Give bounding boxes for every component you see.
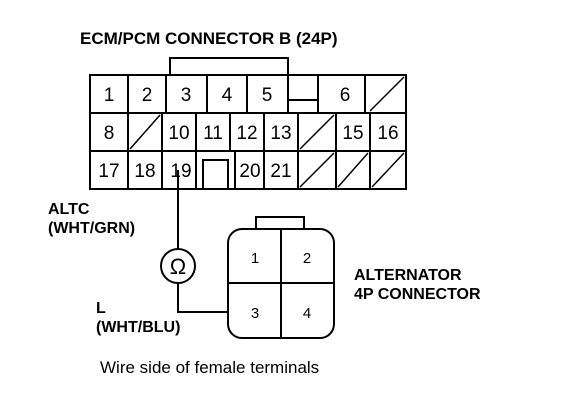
ecm-pin-8: 8	[104, 123, 115, 144]
l-label: L	[96, 300, 106, 317]
ecm-pin-5: 5	[262, 85, 273, 106]
altc-wire-color: (WHT/GRN)	[48, 220, 135, 237]
ecm-connector-title: ECM/PCM CONNECTOR B (24P)	[80, 29, 338, 48]
ecm-pin-21: 21	[270, 161, 291, 182]
alternator-label: ALTERNATOR	[354, 267, 462, 284]
ecm-pin-13: 13	[270, 123, 291, 144]
ohm-symbol: Ω	[170, 254, 186, 279]
ecm-pin-1: 1	[104, 85, 115, 106]
alt-pin-2: 2	[303, 250, 311, 267]
ecm-pin-6: 6	[340, 85, 351, 106]
alt-pin-4: 4	[303, 305, 311, 322]
ecm-pcm-connector: 1 2 3 4 5 6 8 10 11 12 13 15 16 17 18 19…	[89, 57, 407, 190]
ecm-pin-17: 17	[98, 161, 119, 182]
ecm-pin-20: 20	[239, 161, 260, 182]
l-wire-color: (WHT/BLU)	[96, 319, 180, 336]
alt-pin-3: 3	[251, 305, 259, 322]
ecm-pin-15: 15	[342, 123, 363, 144]
ecm-pin-4: 4	[222, 85, 233, 106]
ecm-pin-12: 12	[236, 123, 257, 144]
ecm-pin-3: 3	[181, 85, 192, 106]
alt-pin-1: 1	[251, 250, 259, 267]
caption: Wire side of female terminals	[100, 358, 319, 377]
ecm-pin-10: 10	[168, 123, 189, 144]
test-wiring: Ω	[160, 170, 228, 313]
ecm-pin-16: 16	[377, 123, 398, 144]
alternator-4p-connector: 1 2 3 4	[227, 216, 335, 339]
altc-label: ALTC	[48, 201, 90, 218]
ecm-pin-18: 18	[134, 161, 155, 182]
ecm-pin-19: 19	[170, 161, 191, 182]
ecm-pin-2: 2	[142, 85, 153, 106]
ecm-pin-11: 11	[203, 123, 223, 144]
alternator-connector-label: 4P CONNECTOR	[354, 286, 481, 303]
